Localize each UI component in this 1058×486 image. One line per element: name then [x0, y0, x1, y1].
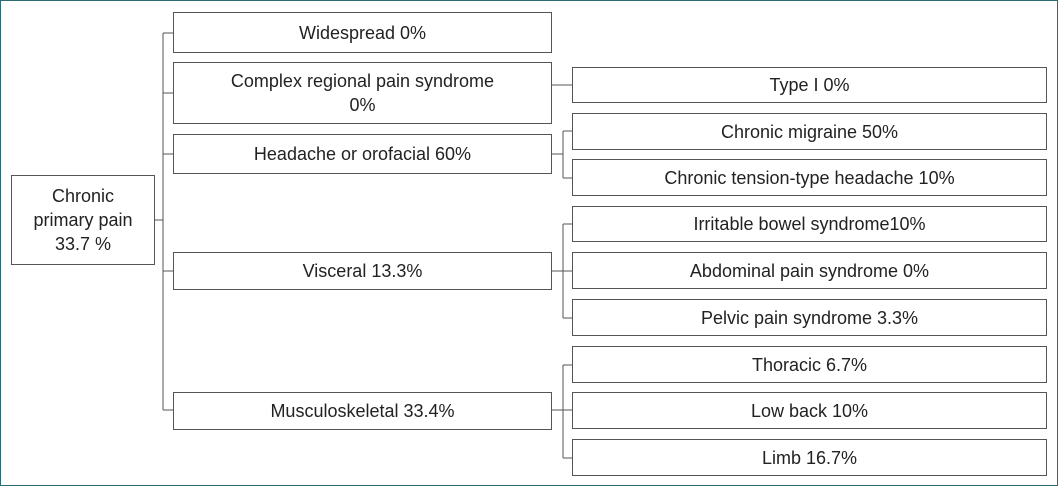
node-visceral-label: Visceral 13.3%: [302, 261, 423, 281]
node-tension-headache-label: Chronic tension-type headache 10%: [664, 167, 955, 188]
node-low-back: Low back 10%: [572, 392, 1047, 429]
node-widespread-label: Widespread 0%: [298, 22, 427, 43]
node-abdominal-label: Abdominal pain syndrome 0%: [689, 260, 930, 281]
root-label-line1: Chronic: [51, 186, 114, 206]
node-limb: Limb 16.7%: [572, 439, 1047, 476]
node-limb-label: Limb 16.7%: [761, 447, 858, 468]
node-chronic-migraine-label: Chronic migraine 50%: [720, 121, 899, 142]
node-complex-regional-pain-syndrome: Complex regional pain syndrome 0%: [173, 62, 552, 124]
root-node-chronic-primary-pain: Chronic primary pain 33.7 %: [11, 175, 155, 265]
node-irritable-bowel-syndrome: Irritable bowel syndrome10%: [572, 206, 1047, 242]
node-type-i: Type I 0%: [572, 67, 1047, 103]
root-label-line2: primary pain: [33, 210, 133, 230]
node-low-back-label: Low back 10%: [750, 400, 869, 421]
node-pelvic-pain-syndrome: Pelvic pain syndrome 3.3%: [572, 299, 1047, 336]
node-musculoskeletal-label: Musculoskeletal 33.4%: [270, 401, 455, 421]
node-headache-orofacial: Headache or orofacial 60%: [173, 134, 552, 174]
node-thoracic-label: Thoracic 6.7%: [751, 354, 868, 375]
node-crps-label-line1: Complex regional pain syndrome: [230, 71, 495, 91]
node-chronic-migraine: Chronic migraine 50%: [572, 113, 1047, 150]
node-crps-label-line2: 0%: [349, 95, 376, 115]
node-abdominal-pain-syndrome: Abdominal pain syndrome 0%: [572, 252, 1047, 289]
node-musculoskeletal: Musculoskeletal 33.4%: [173, 392, 552, 430]
node-visceral: Visceral 13.3%: [173, 252, 552, 290]
node-type-i-label: Type I 0%: [769, 75, 850, 95]
node-thoracic: Thoracic 6.7%: [572, 346, 1047, 383]
node-chronic-tension-type-headache: Chronic tension-type headache 10%: [572, 159, 1047, 196]
root-label-line3: 33.7 %: [54, 234, 112, 254]
node-pelvic-label: Pelvic pain syndrome 3.3%: [700, 307, 919, 328]
node-headache-label: Headache or orofacial 60%: [253, 144, 472, 164]
node-widespread: Widespread 0%: [173, 12, 552, 53]
node-ibs-label: Irritable bowel syndrome10%: [693, 214, 926, 234]
